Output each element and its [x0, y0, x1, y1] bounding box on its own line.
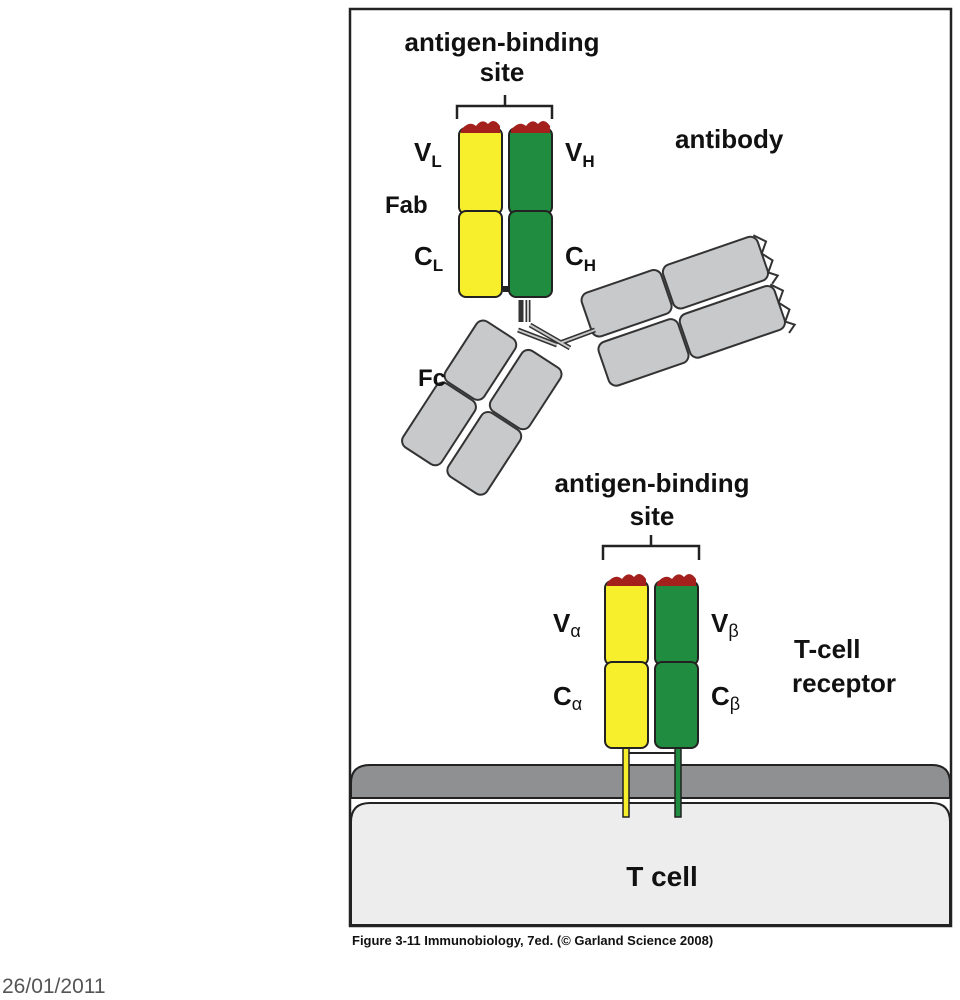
- vl-domain: [458, 127, 503, 215]
- fc-region: [401, 319, 563, 496]
- tcr-site-label-line2: site: [630, 501, 675, 531]
- ch-label-sub: H: [584, 256, 596, 275]
- t-cell-body: [350, 802, 951, 926]
- tcr-site-bracket: [601, 535, 701, 560]
- v-beta-label-main: V: [711, 608, 729, 638]
- antibody-binding-tip-vl: [461, 120, 500, 133]
- v-alpha-label-sub: α: [570, 621, 580, 641]
- fab-right-upper-c: [580, 269, 673, 338]
- fc-label: Fc: [418, 365, 446, 392]
- tcr-title-line2: receptor: [792, 668, 896, 698]
- fc-right-ch2: [488, 348, 563, 431]
- v-beta-domain: [654, 580, 699, 666]
- v-alpha-label-main: V: [553, 608, 571, 638]
- v-beta-label: Vβ: [711, 608, 739, 641]
- figure-caption: Figure 3-11 Immunobiology, 7ed. (© Garla…: [352, 933, 714, 948]
- v-beta-label-sub: β: [728, 621, 738, 641]
- tcr-title-line1: T-cell: [794, 634, 860, 664]
- antibody-group: antigen-binding site antibody Fab Fc VL …: [385, 27, 797, 496]
- cell-membrane: [350, 764, 951, 799]
- antibody-binding-tip-vh: [511, 120, 550, 133]
- t-cell-label: T cell: [626, 861, 698, 892]
- c-alpha-label-main: C: [553, 681, 572, 711]
- ch-label-main: C: [565, 241, 584, 271]
- v-alpha-label: Vα: [553, 608, 581, 641]
- c-alpha-label: Cα: [553, 681, 582, 714]
- tcr-site-label-line1: antigen-binding: [555, 468, 750, 498]
- fc-left-ch3: [401, 381, 477, 467]
- v-alpha-domain: [604, 580, 649, 666]
- vh-domain: [508, 127, 553, 215]
- vh-label: VH: [565, 137, 595, 171]
- fc-right-ch3: [446, 411, 523, 496]
- fab-right-lower-c: [597, 318, 690, 387]
- c-beta-label: Cβ: [711, 681, 740, 714]
- fab-right-lower-v: [678, 284, 786, 359]
- ch-domain: [508, 210, 553, 298]
- antibody-site-bracket: [455, 95, 554, 119]
- cl-label-main: C: [414, 241, 433, 271]
- c-beta-label-sub: β: [730, 694, 740, 714]
- fab-arm-right: [580, 234, 797, 387]
- c-alpha-domain: [604, 661, 649, 749]
- antibody-site-label-line1: antigen-binding: [405, 27, 600, 57]
- vl-label: VL: [414, 137, 442, 171]
- hinge-linker-inner: [517, 300, 596, 349]
- fab-right-jagged-end: [752, 234, 797, 334]
- alpha-transmembrane-tail: [622, 744, 630, 818]
- vl-label-sub: L: [431, 152, 441, 171]
- tcr-binding-tip-beta: [657, 573, 696, 586]
- c-beta-domain: [654, 661, 699, 749]
- cl-label: CL: [414, 241, 443, 275]
- hinge-disulfide: [503, 286, 511, 292]
- beta-transmembrane-tail: [674, 744, 682, 818]
- antibody-title: antibody: [675, 124, 784, 154]
- tcr-binding-tip-alpha: [607, 573, 646, 586]
- vl-label-main: V: [414, 137, 432, 167]
- cl-label-sub: L: [433, 256, 443, 275]
- c-beta-label-main: C: [711, 681, 730, 711]
- tcr-group: antigen-binding site T-cell receptor Vα …: [350, 468, 951, 926]
- ch-label: CH: [565, 241, 596, 275]
- vh-label-main: V: [565, 137, 583, 167]
- fab-label: Fab: [385, 192, 428, 219]
- fab-right-upper-v: [661, 235, 770, 310]
- vh-label-sub: H: [582, 152, 594, 171]
- antibody-site-label-line2: site: [480, 57, 525, 87]
- fc-left-ch2: [443, 319, 518, 401]
- slide-date: 26/01/2011: [2, 975, 106, 998]
- c-alpha-label-sub: α: [572, 694, 582, 714]
- cl-domain: [458, 210, 503, 298]
